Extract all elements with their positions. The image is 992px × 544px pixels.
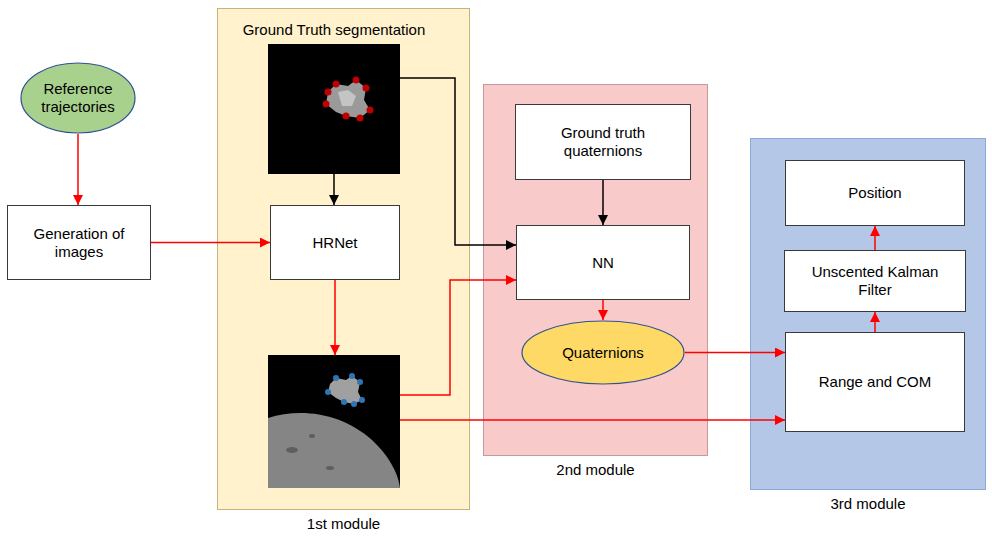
module-label: 1st module xyxy=(307,515,380,533)
ellipse-shape xyxy=(522,321,684,384)
process-box: Unscented Kalman Filter xyxy=(784,250,966,312)
node-label: Range and COM xyxy=(819,373,932,391)
image-panel: Ground Truth segmentation xyxy=(268,44,400,174)
module-band: Ground Truth segmentationHRNet1st module xyxy=(217,8,470,510)
process-box: Range and COM xyxy=(785,332,965,432)
process-box: NN xyxy=(516,225,690,300)
node-label: HRNet xyxy=(312,234,357,252)
node-label: NN xyxy=(592,254,614,272)
node-label: Position xyxy=(848,184,901,202)
node-label: Reference trajectories xyxy=(34,80,122,116)
flow-arrow xyxy=(77,134,79,205)
node-label: Quaternions xyxy=(562,344,644,362)
module-label: 3rd module xyxy=(830,495,905,513)
process-box: Generation of images xyxy=(7,205,151,280)
ellipse-outline xyxy=(521,320,685,385)
node-label: Ground truth quaternions xyxy=(534,124,672,160)
node-label: Generation of images xyxy=(26,225,132,261)
module-band: Ground truth quaternionsNNQuaternions2nd… xyxy=(483,84,708,456)
module-label: 2nd module xyxy=(556,461,634,479)
ellipse-shape xyxy=(21,63,135,133)
node-label: Unscented Kalman Filter xyxy=(803,263,947,299)
terminal-ellipse: Reference trajectories xyxy=(20,62,136,134)
module-band: PositionUnscented Kalman FilterRange and… xyxy=(750,138,986,490)
label-holder: 2nd module xyxy=(424,461,767,479)
label-holder: 1st module xyxy=(158,515,529,533)
process-box: Position xyxy=(785,160,965,226)
terminal-ellipse: Quaternions xyxy=(521,320,685,385)
label-holder: Ground Truth segmentation xyxy=(208,21,460,39)
process-box: Ground truth quaternions xyxy=(515,104,691,180)
process-box: HRNet xyxy=(270,205,400,280)
label-holder: 3rd module xyxy=(691,495,992,513)
image-heading: Ground Truth segmentation xyxy=(243,21,426,39)
